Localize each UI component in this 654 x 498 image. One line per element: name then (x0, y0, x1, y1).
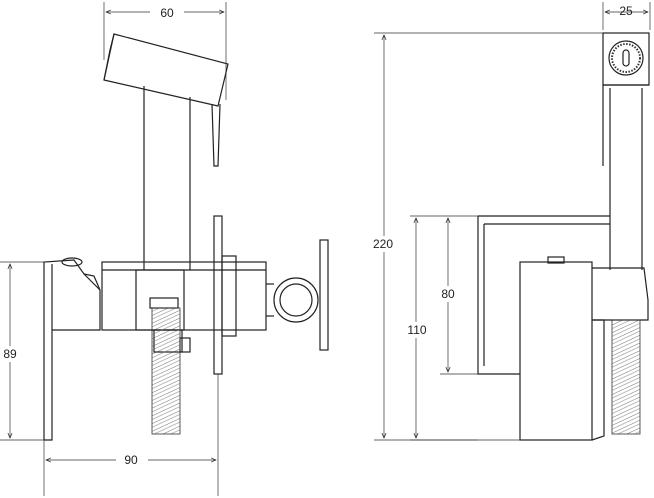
hose-right (611, 319, 641, 435)
dim-label-220: 220 (373, 237, 393, 251)
front-view: 60 (0, 2, 329, 496)
dimension-90: 90 (43, 374, 219, 496)
dim-label-89: 89 (3, 347, 17, 361)
dimension-89: 89 (0, 261, 44, 441)
wall-plate-right (477, 215, 610, 375)
dimension-80: 80 (438, 218, 478, 375)
dimension-220: 220 (368, 32, 603, 441)
dim-label-90: 90 (124, 453, 138, 467)
dimension-25: 25 (602, 2, 651, 30)
dimension-60: 60 (103, 2, 227, 100)
mixer-body (43, 257, 101, 441)
nozzle-face (602, 32, 650, 270)
hose-left (151, 307, 181, 435)
dim-label-80: 80 (441, 287, 455, 301)
dim-label-60: 60 (160, 6, 174, 20)
side-view: 25 (368, 2, 651, 441)
dim-label-25: 25 (619, 4, 633, 18)
dim-label-110: 110 (407, 323, 426, 337)
side-holder (266, 239, 329, 351)
wall-plate-left (101, 215, 267, 375)
dimension-110: 110 (404, 215, 478, 441)
spray-head (103, 33, 229, 270)
